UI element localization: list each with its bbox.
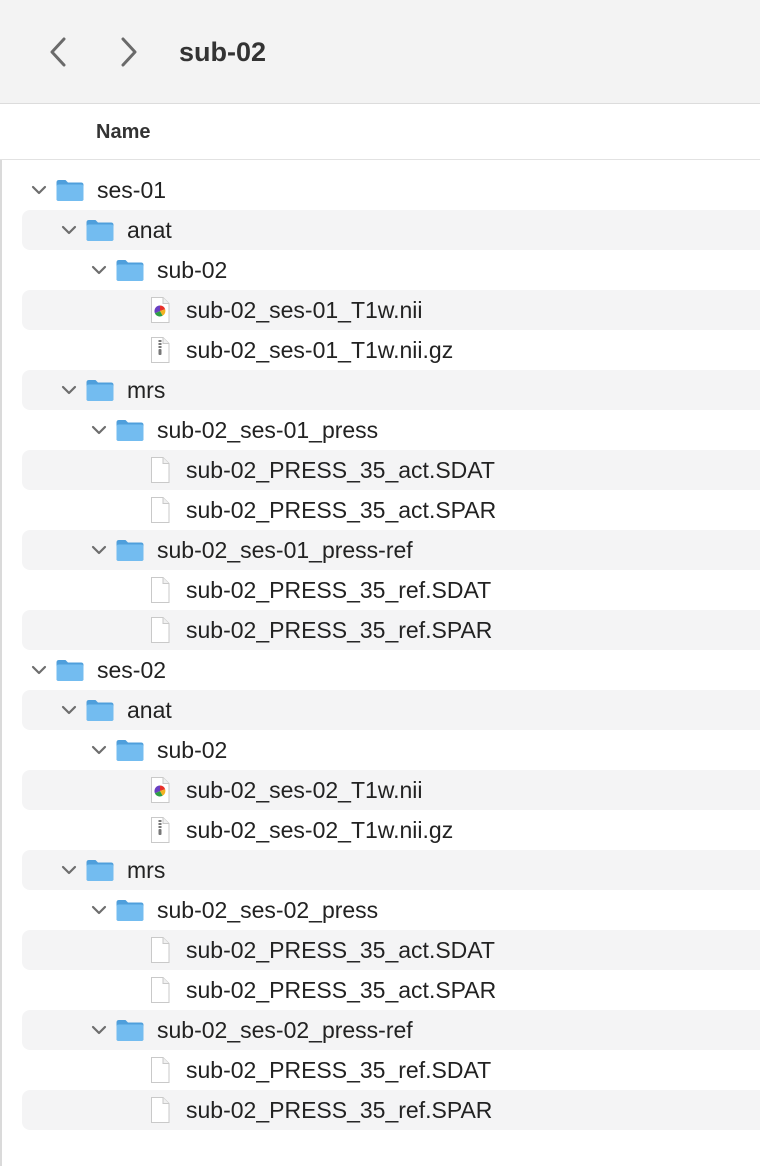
folder-row[interactable]: sub-02 [0,250,760,290]
folder-name: sub-02 [157,257,228,283]
folder-icon [115,1018,145,1042]
disclosure-chevron-icon[interactable] [91,262,107,278]
folder-name: sub-02_ses-02_press [157,897,379,923]
document-icon [148,1056,172,1084]
file-row[interactable]: sub-02_PRESS_35_ref.SDAT [0,570,760,610]
disclosure-chevron-icon[interactable] [91,902,107,918]
file-row[interactable]: sub-02_ses-01_T1w.nii.gz [0,330,760,370]
file-row[interactable]: sub-02_PRESS_35_act.SPAR [0,490,760,530]
folder-icon [55,658,85,682]
disclosure-chevron-icon[interactable] [61,702,77,718]
file-name: sub-02_ses-02_T1w.nii [186,777,423,803]
toolbar: sub-02 [0,0,760,104]
file-row[interactable]: sub-02_ses-02_T1w.nii [0,770,760,810]
folder-row[interactable]: anat [0,690,760,730]
file-name: sub-02_PRESS_35_ref.SDAT [186,1057,492,1083]
file-row[interactable]: sub-02_PRESS_35_ref.SPAR [0,610,760,650]
folder-row[interactable]: mrs [0,850,760,890]
folder-icon [85,698,115,722]
folder-name: sub-02_ses-01_press-ref [157,537,413,563]
nifti-file-icon [148,296,172,324]
folder-name: mrs [127,377,166,403]
folder-name: sub-02_ses-02_press-ref [157,1017,413,1043]
archive-file-icon [148,816,172,844]
file-name: sub-02_PRESS_35_act.SDAT [186,457,495,483]
window-title: sub-02 [179,37,267,67]
folder-row[interactable]: ses-01 [0,170,760,210]
file-name: sub-02_PRESS_35_act.SPAR [186,497,497,523]
document-icon [148,456,172,484]
folder-name: sub-02_ses-01_press [157,417,379,443]
forward-button[interactable] [114,32,144,72]
file-name: sub-02_PRESS_35_act.SDAT [186,937,495,963]
file-name: sub-02_PRESS_35_ref.SPAR [186,1097,493,1123]
folder-icon [85,218,115,242]
name-column-header[interactable]: Name [96,121,151,143]
window-left-edge [0,0,2,1166]
file-name: sub-02_ses-01_T1w.nii [186,297,423,323]
disclosure-chevron-icon[interactable] [91,1022,107,1038]
folder-name: ses-02 [97,657,167,683]
disclosure-chevron-icon[interactable] [61,382,77,398]
folder-row[interactable]: ses-02 [0,650,760,690]
archive-file-icon [148,336,172,364]
document-icon [148,496,172,524]
document-icon [148,936,172,964]
folder-name: anat [127,217,172,243]
file-row[interactable]: sub-02_ses-01_T1w.nii [0,290,760,330]
chevron-right-icon [121,37,137,67]
document-icon [148,616,172,644]
folder-icon [115,418,145,442]
disclosure-chevron-icon[interactable] [91,742,107,758]
file-row[interactable]: sub-02_PRESS_35_act.SDAT [0,450,760,490]
document-icon [148,1096,172,1124]
folder-icon [115,738,145,762]
folder-row[interactable]: sub-02_ses-02_press [0,890,760,930]
file-row[interactable]: sub-02_PRESS_35_act.SPAR [0,970,760,1010]
disclosure-chevron-icon[interactable] [31,662,47,678]
document-icon [148,576,172,604]
column-header-bar: Name [0,104,760,160]
folder-icon [115,538,145,562]
file-name: sub-02_ses-01_T1w.nii.gz [186,337,454,363]
folder-name: ses-01 [97,177,167,203]
nifti-file-icon [148,776,172,804]
file-row[interactable]: sub-02_PRESS_35_ref.SPAR [0,1090,760,1130]
folder-row[interactable]: anat [0,210,760,250]
file-row[interactable]: sub-02_PRESS_35_ref.SDAT [0,1050,760,1090]
folder-icon [85,858,115,882]
file-name: sub-02_PRESS_35_ref.SPAR [186,617,493,643]
folder-name: anat [127,697,172,723]
folder-icon [115,898,145,922]
disclosure-chevron-icon[interactable] [61,222,77,238]
disclosure-chevron-icon[interactable] [91,542,107,558]
folder-name: sub-02 [157,737,228,763]
chevron-left-icon [50,37,66,67]
folder-row[interactable]: sub-02 [0,730,760,770]
folder-row[interactable]: sub-02_ses-01_press-ref [0,530,760,570]
folder-row[interactable]: mrs [0,370,760,410]
folder-row[interactable]: sub-02_ses-02_press-ref [0,1010,760,1050]
folder-row[interactable]: sub-02_ses-01_press [0,410,760,450]
folder-icon [55,178,85,202]
file-name: sub-02_ses-02_T1w.nii.gz [186,817,454,843]
file-name: sub-02_PRESS_35_act.SPAR [186,977,497,1003]
folder-name: mrs [127,857,166,883]
folder-icon [115,258,145,282]
back-button[interactable] [43,32,73,72]
folder-icon [85,378,115,402]
file-row[interactable]: sub-02_PRESS_35_act.SDAT [0,930,760,970]
file-name: sub-02_PRESS_35_ref.SDAT [186,577,492,603]
disclosure-chevron-icon[interactable] [91,422,107,438]
document-icon [148,976,172,1004]
file-row[interactable]: sub-02_ses-02_T1w.nii.gz [0,810,760,850]
disclosure-chevron-icon[interactable] [61,862,77,878]
disclosure-chevron-icon[interactable] [31,182,47,198]
